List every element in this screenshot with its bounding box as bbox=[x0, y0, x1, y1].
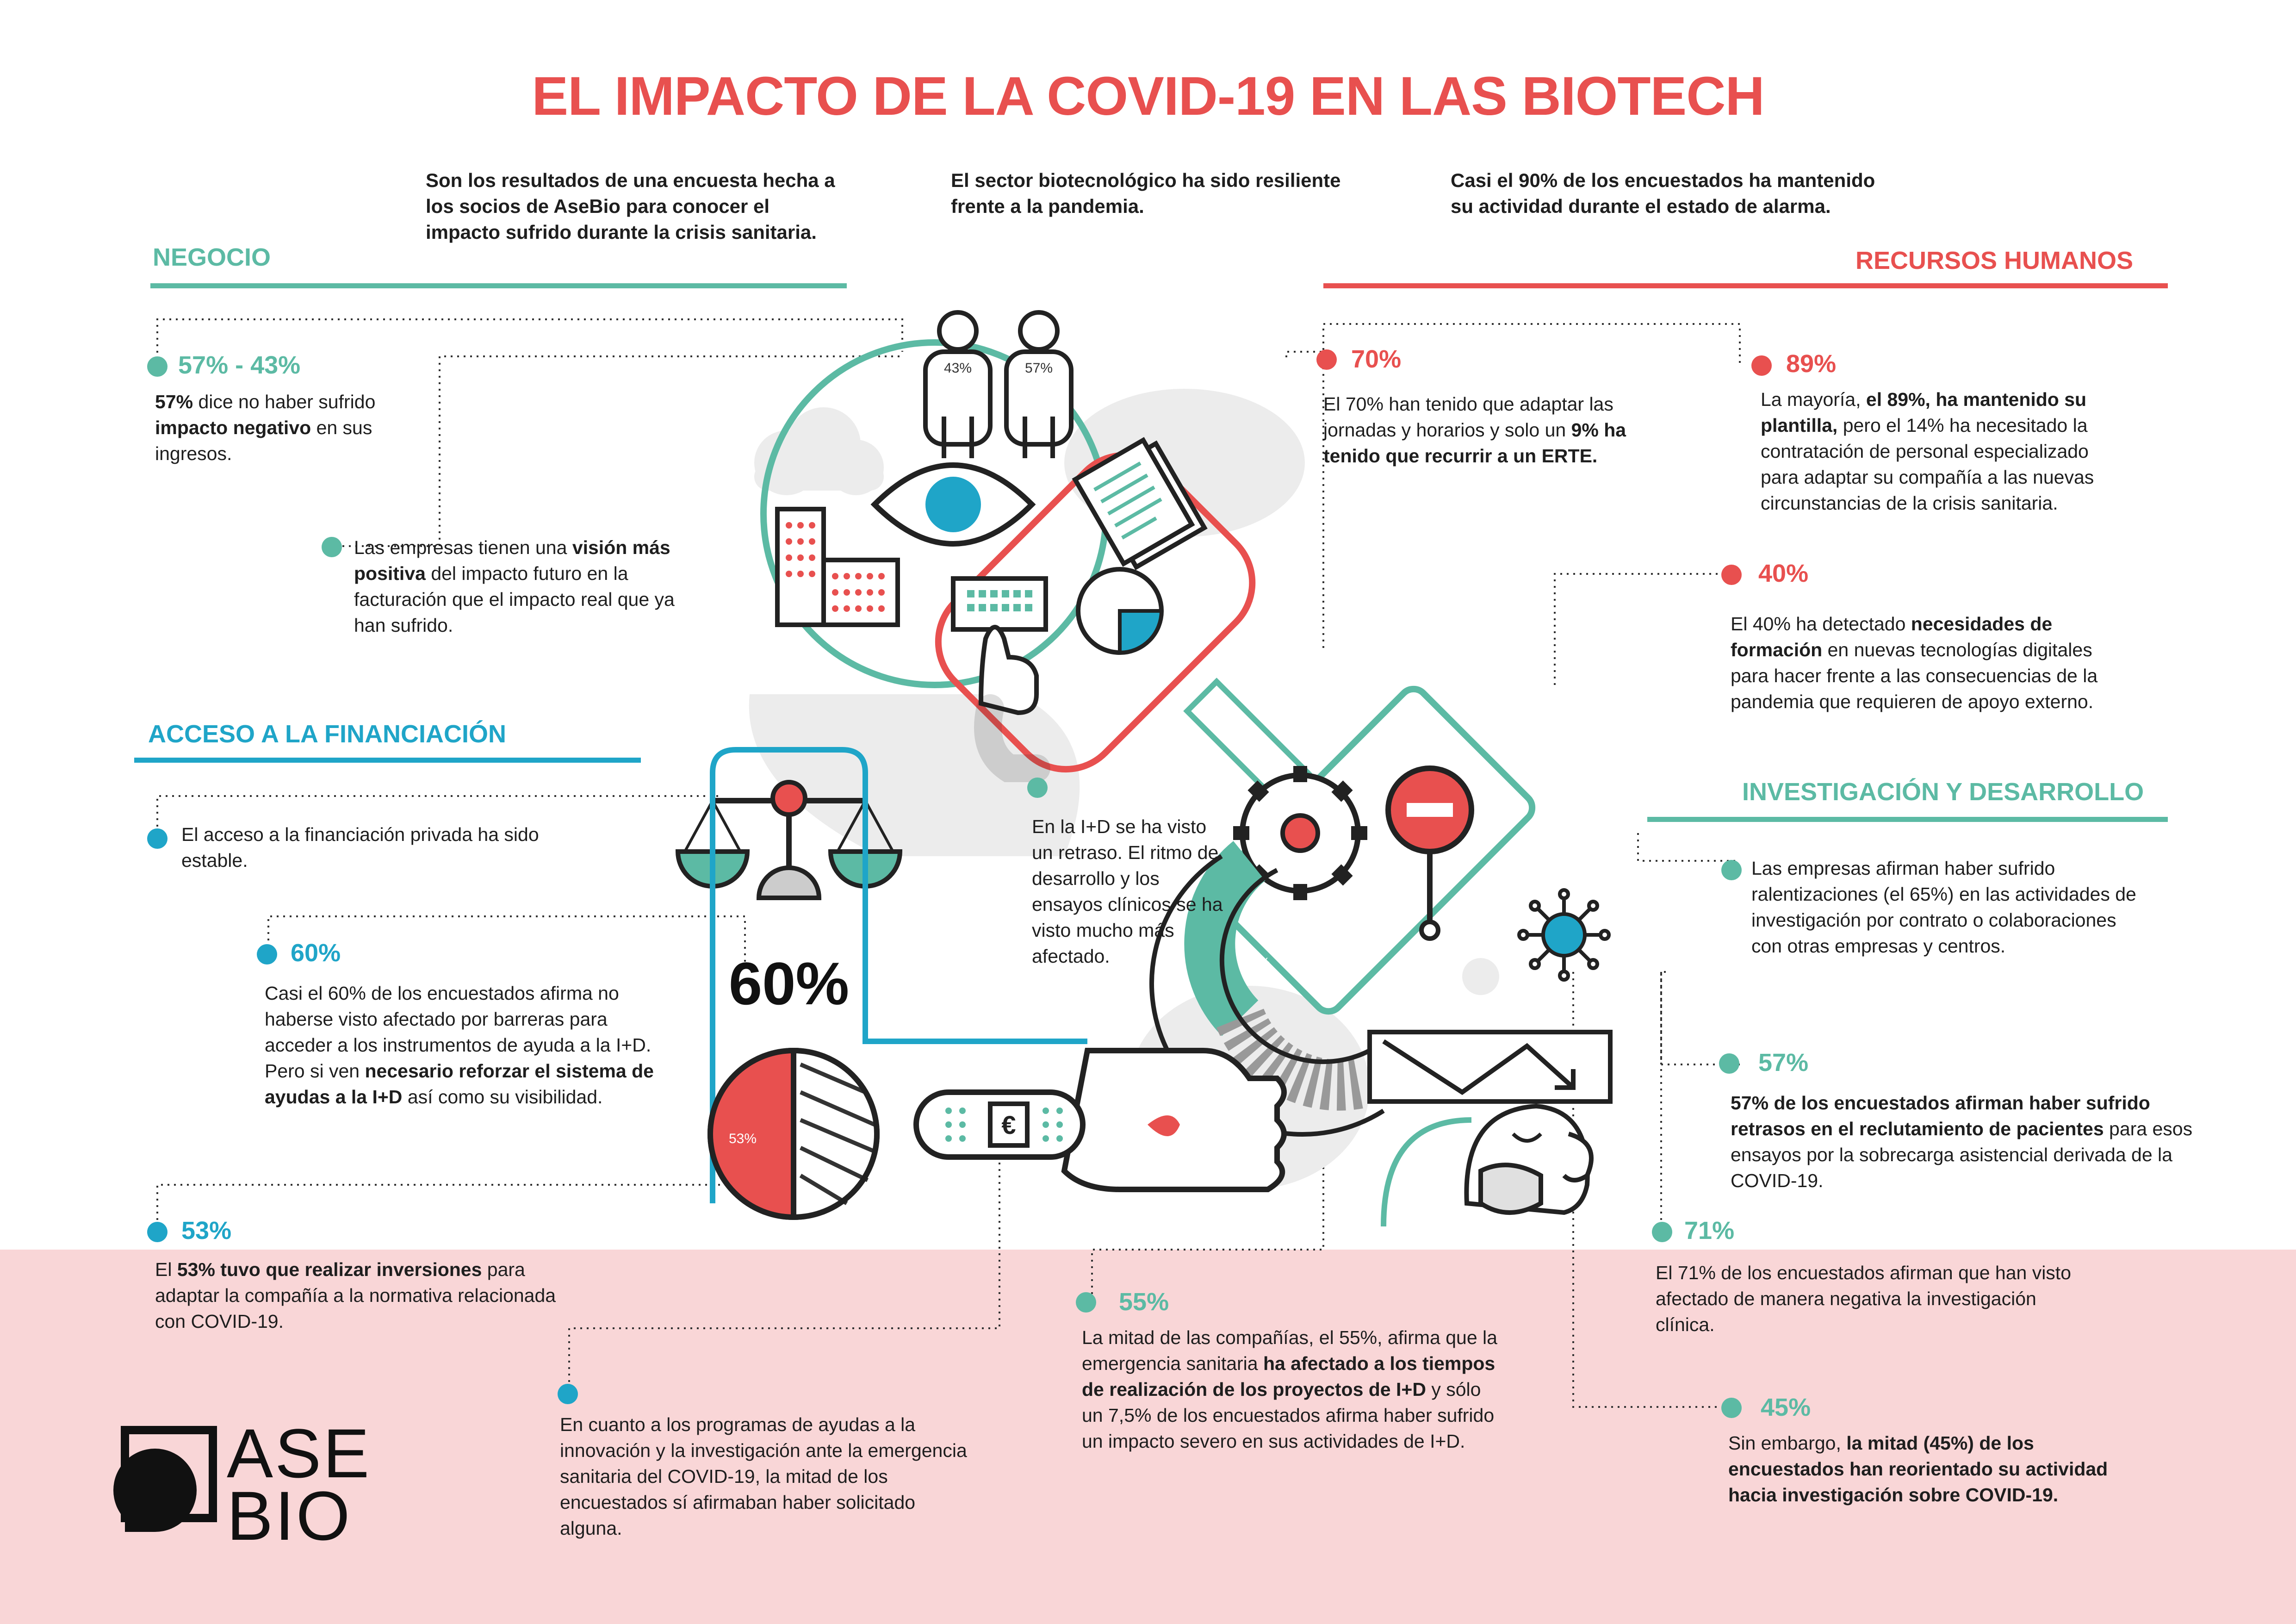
eye-icon bbox=[870, 462, 1036, 547]
stat-id-55: 55% bbox=[1119, 1288, 1169, 1316]
virus-icon bbox=[1517, 888, 1611, 982]
text-rrhh-89: La mayoría, el 89%, ha mantenido su plan… bbox=[1761, 389, 2094, 514]
bullet-dot bbox=[257, 944, 277, 964]
bullet-dot bbox=[1719, 1053, 1739, 1074]
section-negocio: NEGOCIO bbox=[153, 243, 271, 271]
hand-with-bandage-icon bbox=[913, 1048, 1287, 1192]
people-icons bbox=[923, 310, 1074, 458]
bullet-dot bbox=[147, 356, 168, 377]
small-pie-icon bbox=[1076, 567, 1164, 655]
bullet-dot bbox=[1316, 349, 1337, 370]
keyboard-icon bbox=[951, 576, 1048, 632]
arm-shadow bbox=[974, 694, 1050, 782]
text-id-65: Las empresas afirman haber sufrido ralen… bbox=[1751, 858, 2136, 957]
bullet-dot bbox=[558, 1384, 578, 1404]
page-title: EL IMPACTO DE LA COVID-19 EN LAS BIOTECH bbox=[532, 66, 1764, 127]
text-financiacion-privada: El acceso a la financiación privada ha s… bbox=[181, 824, 539, 871]
text-id-retraso: En la I+D se ha visto un retraso. El rit… bbox=[1032, 816, 1223, 967]
logo-text-ase: ASE bbox=[227, 1414, 372, 1492]
rule-financiacion bbox=[134, 758, 641, 763]
stat-negocio-57-43: 57% - 43% bbox=[178, 351, 301, 379]
text-id-57: 57% de los encuestados afirman haber suf… bbox=[1731, 1092, 2193, 1191]
no-entry-sign-icon bbox=[1385, 765, 1474, 941]
text-financiacion-53: El 53% tuvo que realizar inversiones par… bbox=[155, 1259, 556, 1332]
person-left-label: 43% bbox=[944, 361, 972, 376]
stat-financiacion-53: 53% bbox=[181, 1217, 232, 1244]
bullet-dot bbox=[147, 828, 168, 849]
stat-id-45: 45% bbox=[1761, 1394, 1811, 1421]
section-financiacion: ACCESO A LA FINANCIACIÓN bbox=[148, 720, 506, 748]
section-recursos-humanos: RECURSOS HUMANOS bbox=[1855, 247, 2134, 274]
gear-icon bbox=[1233, 766, 1367, 900]
text-id-45: Sin embargo, la mitad (45%) de los encue… bbox=[1728, 1432, 2108, 1506]
bullet-dot bbox=[1076, 1292, 1096, 1313]
rule-negocio bbox=[150, 283, 847, 288]
big-60-percent: 60% bbox=[729, 950, 849, 1017]
asebio-logo-mark bbox=[113, 1426, 217, 1532]
gauge-label: 50% bbox=[1242, 955, 1270, 971]
asebio-logo bbox=[106, 1425, 217, 1539]
section-investigacion: INVESTIGACIÓN Y DESARROLLO bbox=[1742, 778, 2144, 806]
bottom-pink-band bbox=[0, 1250, 2296, 1624]
pointing-hand-icon bbox=[978, 625, 1039, 716]
logo-text-bio: BIO bbox=[227, 1477, 352, 1555]
intro-survey: Son los resultados de una encuesta hecha… bbox=[426, 169, 835, 243]
bullet-dot bbox=[1721, 860, 1742, 880]
euro-icon: € bbox=[1001, 1110, 1016, 1139]
bullet-dot bbox=[322, 537, 342, 557]
big-pie-53-icon bbox=[707, 1048, 880, 1220]
red-tilted-panel bbox=[935, 452, 1256, 773]
bullet-dot bbox=[1721, 565, 1742, 585]
text-negocio-vision: Las empresas tienen una visión más posit… bbox=[354, 537, 675, 636]
blue-frame bbox=[710, 747, 1087, 1203]
stat-financiacion-60: 60% bbox=[291, 939, 341, 967]
text-financiacion-ayudas: En cuanto a los programas de ayudas a la… bbox=[560, 1414, 967, 1539]
trend-chart-envelope-icon bbox=[1367, 1030, 1613, 1104]
stat-rrhh-89: 89% bbox=[1786, 350, 1837, 378]
patient-with-mask-icon bbox=[1381, 1103, 1594, 1227]
stat-rrhh-70: 70% bbox=[1351, 345, 1402, 373]
text-financiacion-60: Casi el 60% de los encuestados afirma no… bbox=[265, 983, 654, 1108]
building-windows bbox=[786, 522, 885, 612]
person-right-label: 57% bbox=[1025, 361, 1053, 376]
intro-resilience: El sector biotecnológico ha sido resilie… bbox=[951, 169, 1341, 217]
rule-recursos-humanos bbox=[1323, 283, 2168, 288]
text-id-55: La mitad de las compañías, el 55%, afirm… bbox=[1082, 1327, 1497, 1452]
text-rrhh-40: El 40% ha detectado necesidades de forma… bbox=[1731, 613, 2098, 712]
stat-id-71: 71% bbox=[1684, 1217, 1735, 1244]
stat-id-57: 57% bbox=[1758, 1049, 1809, 1076]
text-negocio-57: 57% dice no haber sufrido impacto negati… bbox=[155, 391, 376, 464]
text-rrhh-70: El 70% han tenido que adaptar las jornad… bbox=[1323, 393, 1626, 467]
bullet-dot bbox=[147, 1222, 168, 1242]
documents-icon bbox=[1072, 437, 1208, 571]
pie-53-label: 53% bbox=[729, 1131, 757, 1146]
rule-investigacion bbox=[1647, 817, 2168, 822]
bullet-dot bbox=[1751, 355, 1772, 376]
text-id-71: El 71% de los encuestados afirman que ha… bbox=[1656, 1262, 2071, 1335]
intro-activity: Casi el 90% de los encuestados ha manten… bbox=[1451, 169, 1875, 217]
stat-rrhh-40: 40% bbox=[1758, 560, 1809, 587]
bullet-dot bbox=[1721, 1398, 1742, 1418]
bullet-dot bbox=[1652, 1222, 1672, 1242]
bullet-dot bbox=[1027, 778, 1048, 798]
